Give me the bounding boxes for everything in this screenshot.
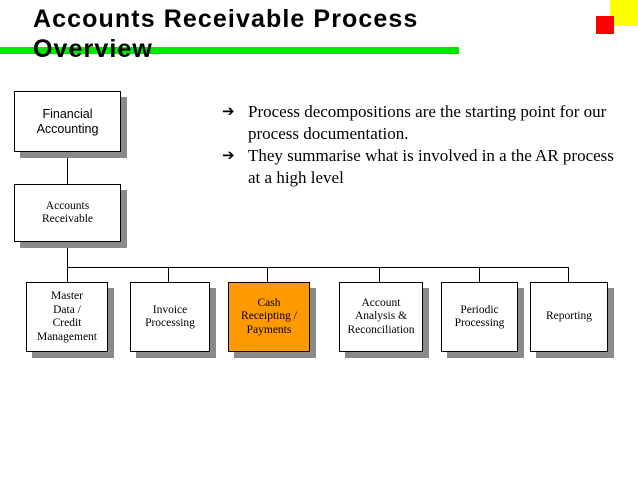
node-accounts-receivable[interactable]: Accounts Receivable [14,184,121,242]
node-periodic-processing[interactable]: Periodic Processing [441,282,518,352]
connector-drop-2 [168,267,170,282]
title-underline-bar [0,47,459,54]
node-invoice-processing[interactable]: Invoice Processing [130,282,210,352]
corner-yellow-square [610,0,638,26]
node-label: Accounts Receivable [41,199,94,226]
page-title: Accounts Receivable Process Overview [33,5,419,63]
arrow-bullet-icon: ➔ [222,102,235,120]
list-item: ➔ Process decompositions are the startin… [222,101,622,144]
connector-drop-6 [568,267,570,282]
node-label: Reporting [546,310,592,323]
node-label: Invoice Processing [145,303,195,330]
node-label: Cash Receipting / Payments [241,296,297,336]
connector-l2-to-bus [67,242,69,268]
connector-bus [67,267,569,269]
node-reporting[interactable]: Reporting [530,282,608,352]
connector-l1-to-l2 [67,152,69,184]
node-label: Periodic Processing [454,303,505,330]
connector-drop-3 [267,267,269,282]
bullet-text: Process decompositions are the starting … [248,102,607,143]
bullet-text: They summarise what is involved in a the… [248,146,614,187]
node-label: Financial Accounting [36,107,99,136]
node-account-analysis-reconciliation[interactable]: Account Analysis & Reconciliation [339,282,423,352]
connector-drop-4 [379,267,381,282]
connector-drop-1 [67,267,69,282]
arrow-bullet-icon: ➔ [222,146,235,164]
node-label: Account Analysis & Reconciliation [347,296,415,336]
connector-drop-5 [479,267,481,282]
bullet-list: ➔ Process decompositions are the startin… [222,101,622,189]
node-cash-receipting-payments[interactable]: Cash Receipting / Payments [228,282,310,352]
list-item: ➔ They summarise what is involved in a t… [222,145,622,188]
node-label: Master Data / Credit Management [36,290,98,343]
node-financial-accounting[interactable]: Financial Accounting [14,91,121,152]
node-master-data-credit-management[interactable]: Master Data / Credit Management [26,282,108,352]
corner-red-square [596,16,614,34]
